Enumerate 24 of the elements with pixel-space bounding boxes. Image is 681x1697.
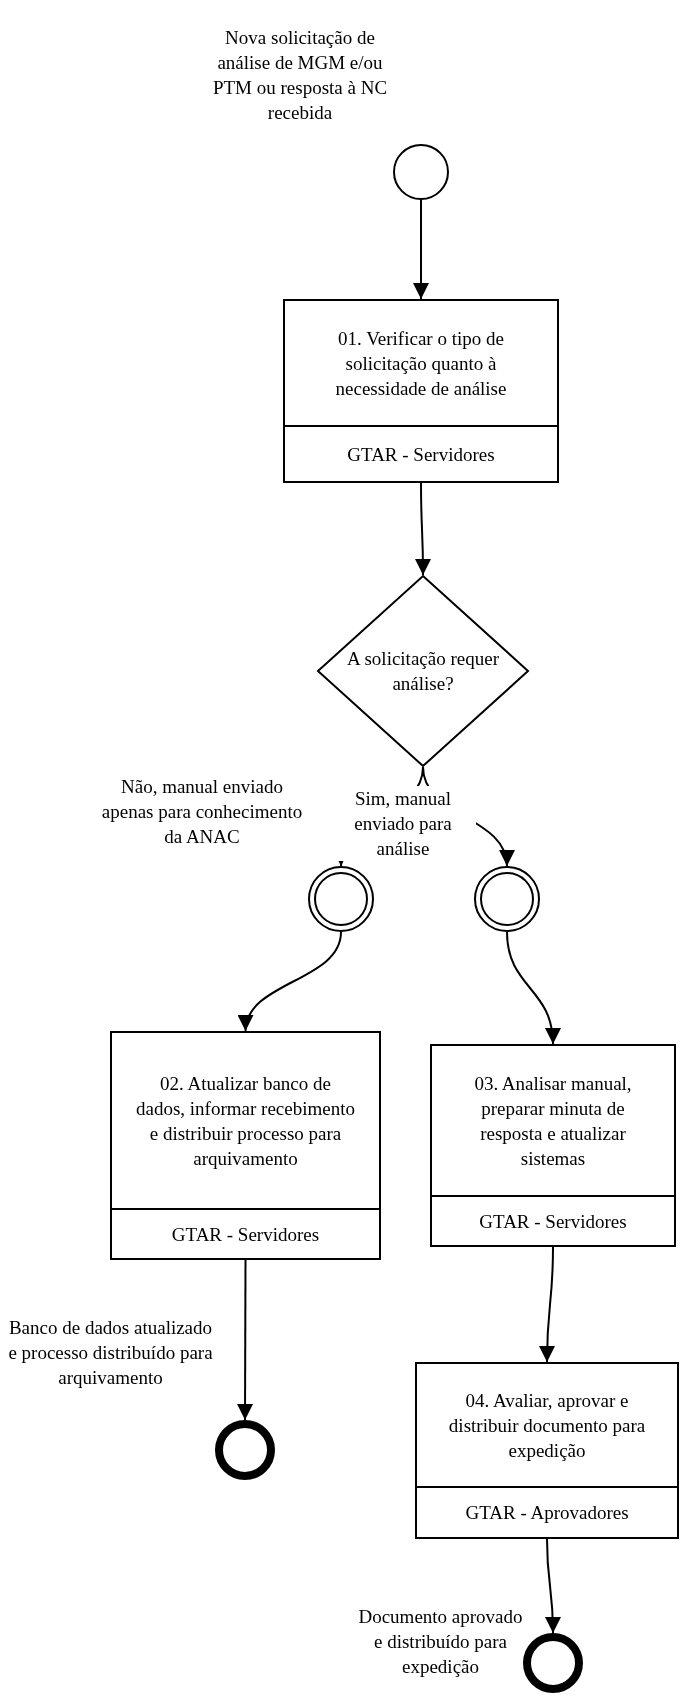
lane-label: GTAR - Servidores xyxy=(112,1208,379,1258)
lane-label: GTAR - Servidores xyxy=(432,1195,674,1245)
task-label: 01. Verificar o tipo de solicitação quanto à necessidade de análise xyxy=(334,326,508,401)
arrow xyxy=(240,931,342,1032)
arrow xyxy=(506,931,560,1045)
task-box xyxy=(415,1362,679,1539)
decision-label: A solicitação requer análise? xyxy=(347,647,499,696)
edge-label: Sim, manual enviado para análise xyxy=(330,785,476,861)
arrow xyxy=(413,199,429,300)
task-label: 03. Analisar manual, preparar minuta de resposta e atualizar sistemas xyxy=(473,1071,633,1171)
task-label: 04. Avaliar, aprovar e distribuir documento para expedição xyxy=(447,1388,647,1463)
task-box xyxy=(430,1044,676,1247)
lane-label: GTAR - Servidores xyxy=(285,425,557,481)
arrow xyxy=(539,1246,556,1363)
arrow xyxy=(544,1538,561,1634)
arrow xyxy=(414,482,431,576)
task-label: 02. Atualizar banco de dados, informar recebimento e distribuir processo para arquivamento xyxy=(135,1071,356,1171)
task-box xyxy=(110,1031,381,1260)
lane-label: GTAR - Aprovadores xyxy=(417,1486,677,1537)
event-label: Documento aprovado e distribuído para expedição xyxy=(358,1604,523,1679)
arrow xyxy=(237,1259,254,1421)
task-box xyxy=(283,299,559,483)
event-label: Banco de dados atualizado e processo distribuído para arquivamento xyxy=(8,1315,213,1390)
event-label: Nova solicitação de análise de MGM e/ou PTM ou resposta à NC recebida xyxy=(211,26,389,125)
